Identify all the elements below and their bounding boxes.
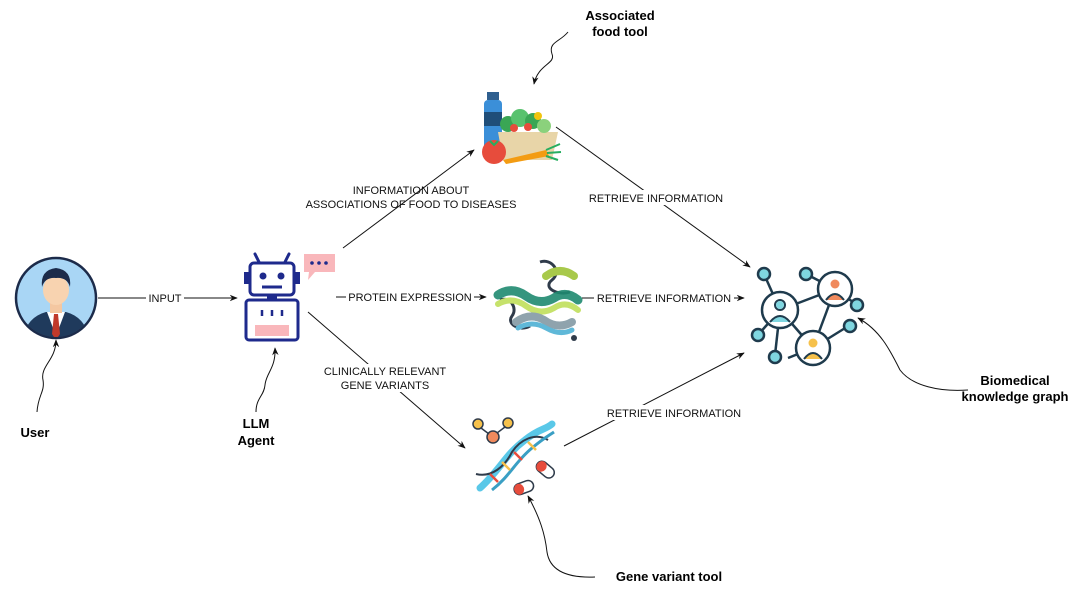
label-user: User: [21, 425, 50, 440]
edge-label-food-line2: ASSOCIATIONS OF FOOD TO DISEASES: [306, 199, 517, 211]
edge-retrieve-food: [555, 126, 751, 268]
edge-label-protein: PROTEIN EXPRESSION: [348, 292, 472, 304]
user-avatar-icon: [14, 256, 98, 340]
pointer-gene-tool: [527, 495, 596, 578]
edge-gene-query: [307, 311, 466, 449]
pointer-food-tool: [532, 31, 569, 85]
pointer-kg: [857, 317, 969, 391]
edge-input: [98, 291, 238, 305]
label-food-tool-line1: Associated: [585, 8, 654, 23]
edge-label-retrieve-gene: RETRIEVE INFORMATION: [607, 408, 741, 420]
edge-retrieve-gene: [563, 352, 746, 447]
robot-icon: [244, 252, 300, 342]
knowledge-graph-icon: [750, 266, 865, 367]
edge-label-input: INPUT: [149, 293, 182, 305]
edge-label-retrieve-protein: RETRIEVE INFORMATION: [597, 293, 731, 305]
edge-label-retrieve-food: RETRIEVE INFORMATION: [589, 193, 723, 205]
edge-label-food-line1: INFORMATION ABOUT: [353, 185, 470, 197]
speech-bubble-icon: [304, 254, 335, 280]
dna-pills-icon: [472, 417, 556, 496]
label-kg-line2: knowledge graph: [962, 389, 1069, 404]
edge-label-gene-line1: CLINICALLY RELEVANT: [324, 366, 447, 378]
edge-retrieve-protein: [582, 291, 745, 305]
pointer-agent: [255, 347, 279, 413]
protein-helix-icon: [493, 259, 583, 341]
edge-food-query: [342, 149, 475, 249]
edge-label-gene-line2: GENE VARIANTS: [341, 380, 429, 392]
label-agent-line2: Agent: [238, 433, 276, 448]
label-food-tool-line2: food tool: [592, 24, 648, 39]
edge-protein-query: [336, 290, 487, 304]
label-kg-line1: Biomedical: [980, 373, 1049, 388]
pointer-user: [36, 339, 60, 413]
label-agent-line1: LLM: [243, 416, 270, 431]
label-gene-tool: Gene variant tool: [616, 569, 722, 584]
food-basket-icon: [482, 92, 562, 164]
